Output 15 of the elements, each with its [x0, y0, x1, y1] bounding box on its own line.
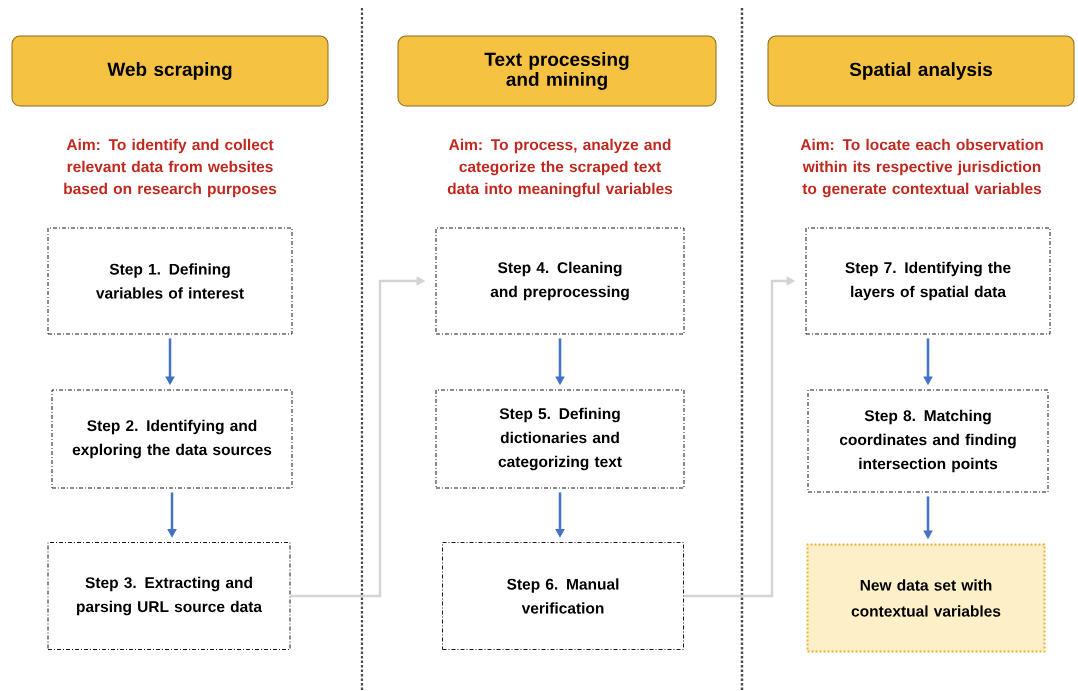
step-box: Step 2. Identifying and exploring the data sources	[51, 389, 293, 489]
aim-text: Aim: To identify and collect relevant data from websites based on research purposes	[64, 138, 277, 198]
step-box: Step 4. Cleaning and preprocessing	[435, 227, 685, 335]
aim-text: Aim: To process, analyze and categorize the scraped text data into meaningful variables	[447, 138, 673, 198]
header-box: Text processing and mining	[397, 35, 717, 107]
step-box: Step 7. Identifying the layers of spatial data	[805, 227, 1051, 335]
step-box: Step 1. Defining variables of interest	[47, 227, 293, 335]
step-box: Step 5. Defining dictionaries and categorizing text	[435, 389, 685, 489]
step-box: Step 6. Manual verification	[442, 542, 684, 650]
aim-text: Aim: To locate each observation within its respective jurisdiction to generate contextual variables	[800, 138, 1043, 198]
header-box: Spatial analysis	[767, 35, 1075, 107]
step-box: Step 8. Matching coordinates and finding intersection points	[807, 389, 1049, 493]
result-box: New data set with contextual variables	[806, 543, 1046, 653]
step-box: Step 3. Extracting and parsing URL source data	[47, 542, 291, 650]
header-box: Web scraping	[11, 35, 329, 107]
